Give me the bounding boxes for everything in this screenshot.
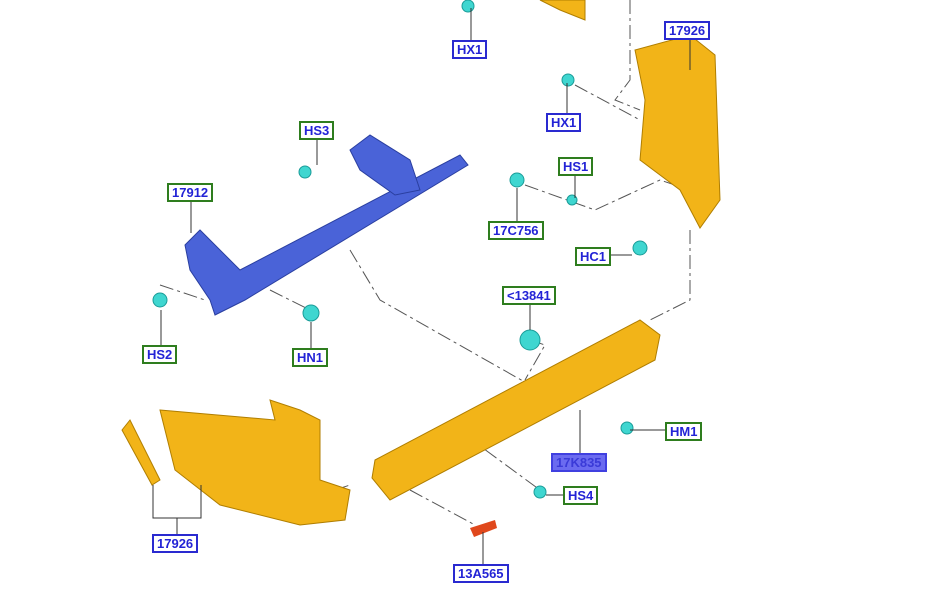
callout-HM1[interactable]: HM1	[665, 422, 703, 441]
callout-HS3[interactable]: HS3	[299, 121, 335, 140]
callout-HX1[interactable]: HX1	[452, 40, 488, 59]
callout-17C756[interactable]: 17C756	[488, 221, 544, 240]
callout-17926[interactable]: 17926	[664, 21, 711, 40]
callout-HS1[interactable]: HS1	[558, 157, 594, 176]
reflector	[470, 520, 497, 537]
reinforcement-beam	[184, 134, 469, 316]
callout-HS4[interactable]: HS4	[563, 486, 599, 505]
callout-HX1[interactable]: HX1	[546, 113, 582, 132]
callout-HS2[interactable]: HS2	[142, 345, 178, 364]
callout-HC1[interactable]: HC1	[575, 247, 612, 266]
callout-17926[interactable]: 17926	[152, 534, 199, 553]
callout-17K835[interactable]: 17K835	[551, 453, 607, 472]
callout-17912[interactable]: 17912	[167, 183, 214, 202]
fasteners	[152, 0, 648, 499]
bumper-cover	[121, 0, 721, 526]
callout-13841[interactable]: <13841	[502, 286, 556, 305]
callout-HN1[interactable]: HN1	[292, 348, 329, 367]
leader-dash	[614, 0, 641, 111]
callout-13A565[interactable]: 13A565	[453, 564, 509, 583]
